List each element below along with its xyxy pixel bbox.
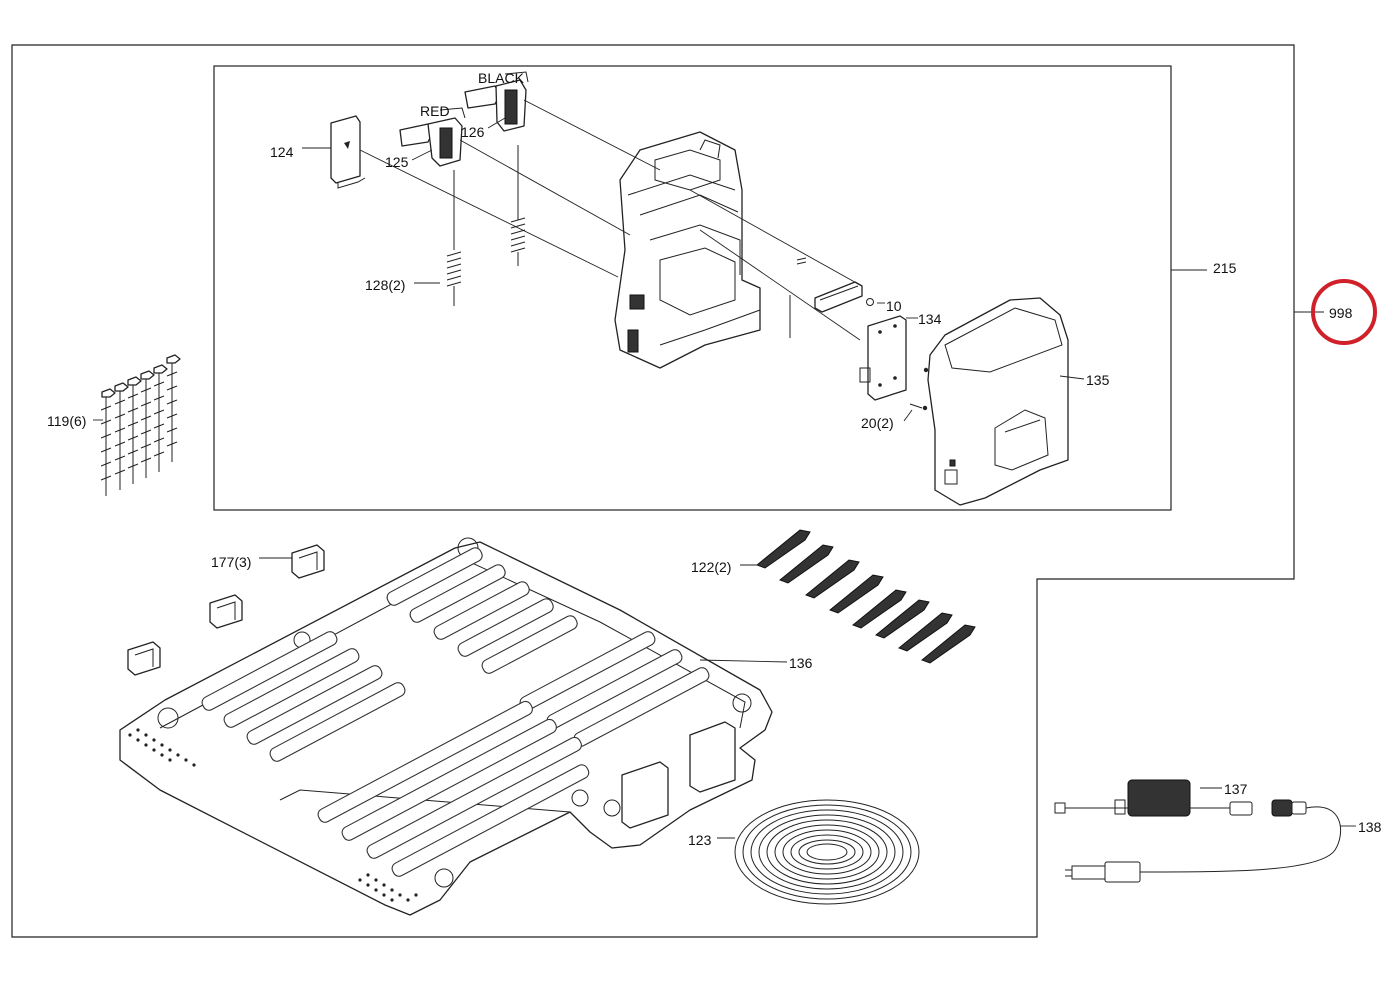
part-134-pcb-box [859,315,929,411]
part-123-cable-coil [734,799,920,905]
label-125: 125 [385,154,409,170]
label-20: 20(2) [861,415,894,431]
leader-lines [93,117,1356,839]
highlight-circle [1311,279,1377,345]
label-138: 138 [1358,819,1382,835]
part-125-contact-red [399,107,466,167]
label-137: 137 [1224,781,1248,797]
part-119-screw-stakes [100,354,181,496]
outer-frame [11,44,1295,938]
part-135-cover [927,297,1069,506]
label-126: 126 [461,124,485,140]
label-177: 177(3) [211,554,251,570]
part-177-clips [127,544,325,676]
station-frame [213,65,1172,511]
label-122: 122(2) [691,559,731,575]
label-128: 128(2) [365,277,405,293]
label-215: 215 [1213,260,1237,276]
part-clip-and-bracket [789,257,874,338]
part-126-contact-black [464,71,529,132]
label-red: RED [420,103,450,119]
part-128-springs [446,145,526,306]
label-119: 119(6) [47,413,86,429]
part-136-base-plate [119,537,773,916]
part-124-plate [330,115,366,189]
part-122-pegs [756,529,976,664]
assembly-lines [359,99,861,341]
part-138-extension-cable [1065,806,1342,883]
label-124: 124 [270,144,294,160]
label-998: 998 [1329,305,1353,321]
label-134: 134 [918,311,942,327]
label-black: BLACK [478,70,525,86]
label-135: 135 [1086,372,1110,388]
label-136: 136 [789,655,813,671]
label-10: 10 [886,298,902,314]
label-123: 123 [688,832,712,848]
part-137-power-supply [1054,779,1307,817]
charging-station-body [614,131,761,369]
